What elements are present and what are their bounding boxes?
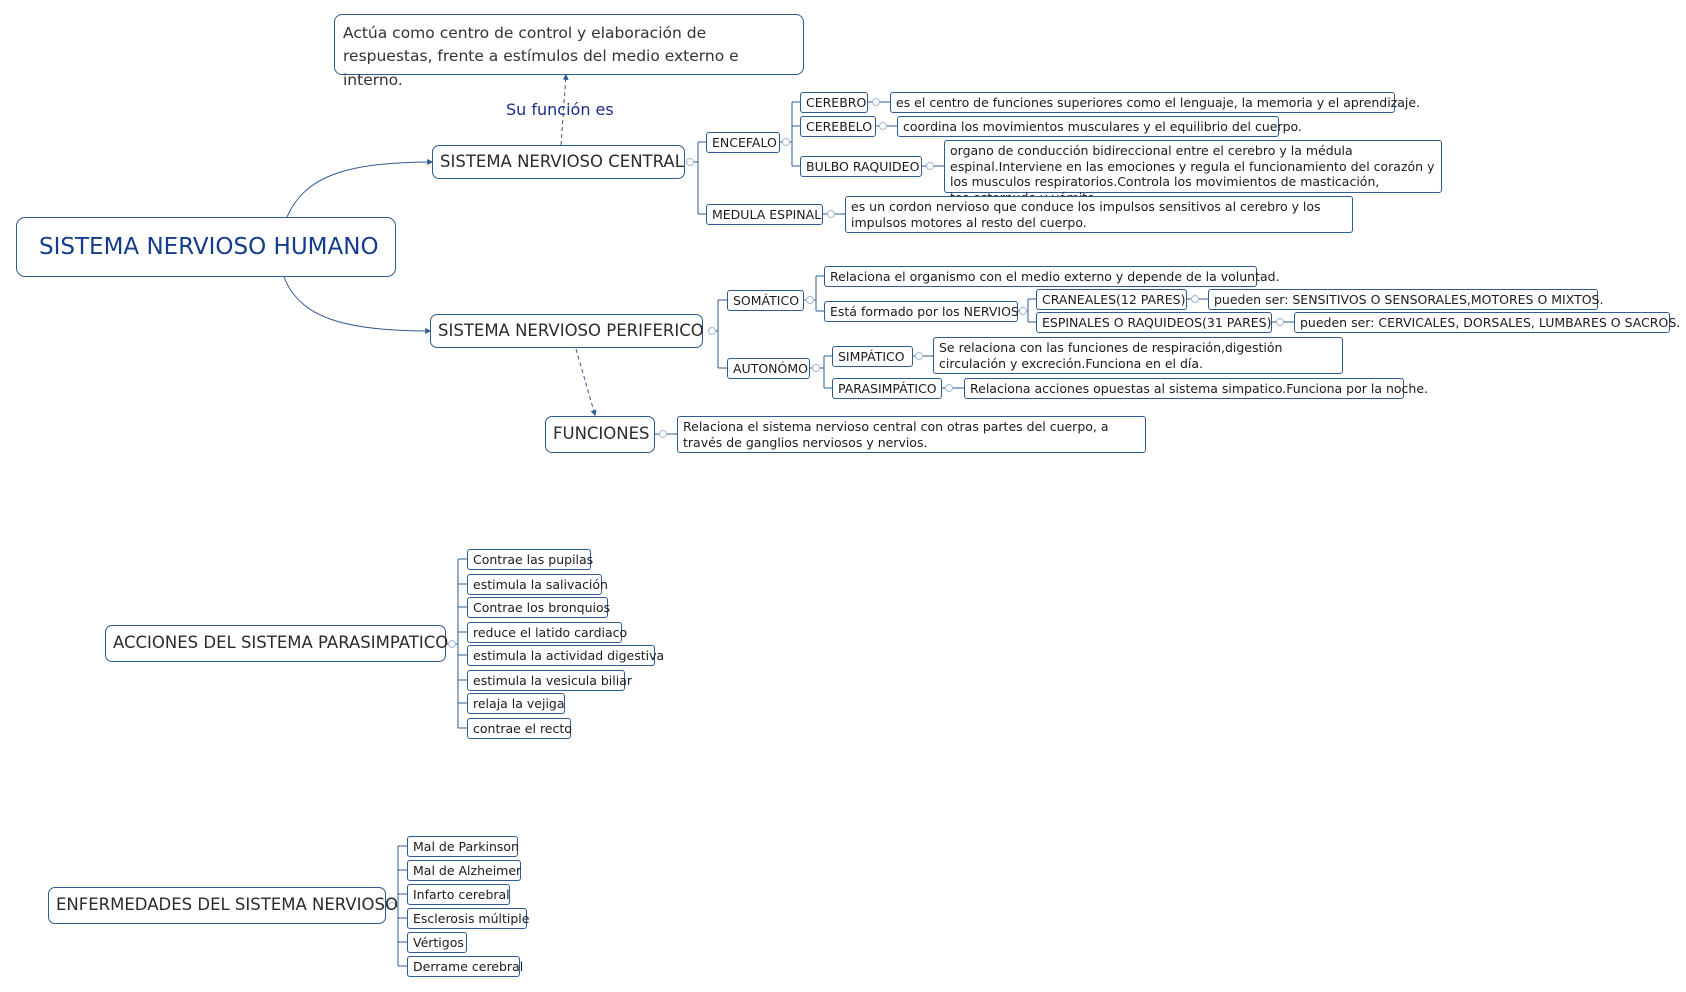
connector-dot (827, 210, 835, 218)
connector-dot (1191, 295, 1199, 303)
bulbo-raquideo-node[interactable]: BULBO RAQUIDEO (800, 156, 922, 177)
connector-dot (879, 122, 887, 130)
peripheral-node[interactable]: SISTEMA NERVIOSO PERIFERICO (430, 314, 704, 348)
connector-dot (782, 138, 790, 146)
accion-item[interactable]: contrae el recto (467, 718, 572, 739)
encefalo-node[interactable]: ENCEFALO (706, 132, 780, 153)
simpatico-node[interactable]: SIMPÁTICO (832, 346, 913, 367)
funciones-description[interactable]: Relaciona el sistema nervioso central co… (677, 416, 1146, 453)
medula-espinal-description[interactable]: es un cordon nervioso que conduce los im… (845, 196, 1353, 233)
connector-dot (915, 352, 923, 360)
cerebro-description[interactable]: es el centro de funciones superiores com… (890, 92, 1420, 113)
accion-item[interactable]: relaja la vejiga (467, 693, 565, 714)
funciones-node[interactable]: FUNCIONES (545, 416, 655, 453)
parasimpatico-description[interactable]: Relaciona acciones opuestas al sistema s… (964, 378, 1428, 399)
connector-dot (448, 640, 456, 648)
craneales-description[interactable]: pueden ser: SENSITIVOS O SENSORALES,MOTO… (1208, 289, 1603, 310)
relation-label: Su función es (506, 100, 614, 119)
connector-dot (945, 384, 953, 392)
enfermedad-item[interactable]: Vértigos (407, 932, 467, 953)
espinales-description[interactable]: pueden ser: CERVICALES, DORSALES, LUMBAR… (1294, 312, 1680, 333)
accion-item[interactable]: estimula la salivación (467, 574, 608, 595)
enfermedad-item[interactable]: Mal de Alzheimer (407, 860, 521, 881)
somatico-node[interactable]: SOMÁTICO (727, 290, 804, 311)
acciones-parasimpatico-node[interactable]: ACCIONES DEL SISTEMA PARASIMPATICO (105, 625, 448, 662)
accion-item[interactable]: Contrae los bronquios (467, 597, 610, 618)
enfermedad-item[interactable]: Infarto cerebral (407, 884, 510, 905)
bulbo-raquideo-description[interactable]: organo de conducción bidireccional entre… (944, 140, 1442, 205)
enfermedad-item[interactable]: Mal de Parkinson (407, 836, 519, 857)
connector-dot (926, 162, 934, 170)
cerebelo-description[interactable]: coordina los movimientos musculares y el… (897, 116, 1302, 137)
enfermedad-item[interactable]: Esclerosis múltiple (407, 908, 529, 929)
accion-item[interactable]: reduce el latido cardiaco (467, 622, 627, 643)
connector-dot (686, 158, 694, 166)
connector-dot (812, 364, 820, 372)
espinales-node[interactable]: ESPINALES O RAQUIDEOS(31 PARES) (1036, 312, 1272, 333)
accion-item[interactable]: estimula la actividad digestiva (467, 645, 664, 666)
connector-dot (659, 430, 667, 438)
somatico-description[interactable]: Relaciona el organismo con el medio exte… (824, 266, 1280, 287)
accion-item[interactable]: estimula la vesicula biliar (467, 670, 632, 691)
root-to-central-line (286, 159, 434, 218)
craneales-node[interactable]: CRANEALES(12 PARES) (1036, 289, 1187, 310)
nervios-node[interactable]: Está formado por los NERVIOS (824, 301, 1019, 322)
autonomo-node[interactable]: AUTONÓMO (727, 358, 810, 379)
cerebro-node[interactable]: CEREBRO (800, 92, 868, 113)
root-to-peripheral-line (283, 276, 432, 334)
medula-espinal-node[interactable]: MEDULA ESPINAL (706, 204, 823, 225)
parasimpatico-node[interactable]: PARASIMPÁTICO (832, 378, 942, 399)
central-node[interactable]: SISTEMA NERVIOSO CENTRAL (432, 145, 685, 179)
enfermedad-item[interactable]: Derrame cerebral (407, 956, 523, 977)
enfermedades-node[interactable]: ENFERMEDADES DEL SISTEMA NERVIOSO (48, 887, 398, 924)
cerebelo-node[interactable]: CEREBELO (800, 116, 876, 137)
connector-dot (708, 327, 716, 335)
accion-item[interactable]: Contrae las pupilas (467, 549, 593, 570)
connector-dot (806, 296, 814, 304)
peripheral-funciones-relation-line (575, 348, 597, 417)
connector-dot (872, 98, 880, 106)
connector-dot (1276, 318, 1284, 326)
central-function-callout[interactable]: Actúa como centro de control y elaboraci… (334, 14, 804, 89)
simpatico-description[interactable]: Se relaciona con las funciones de respir… (933, 337, 1343, 374)
root-node[interactable]: SISTEMA NERVIOSO HUMANO (16, 217, 396, 277)
connector-dot (1019, 307, 1027, 315)
